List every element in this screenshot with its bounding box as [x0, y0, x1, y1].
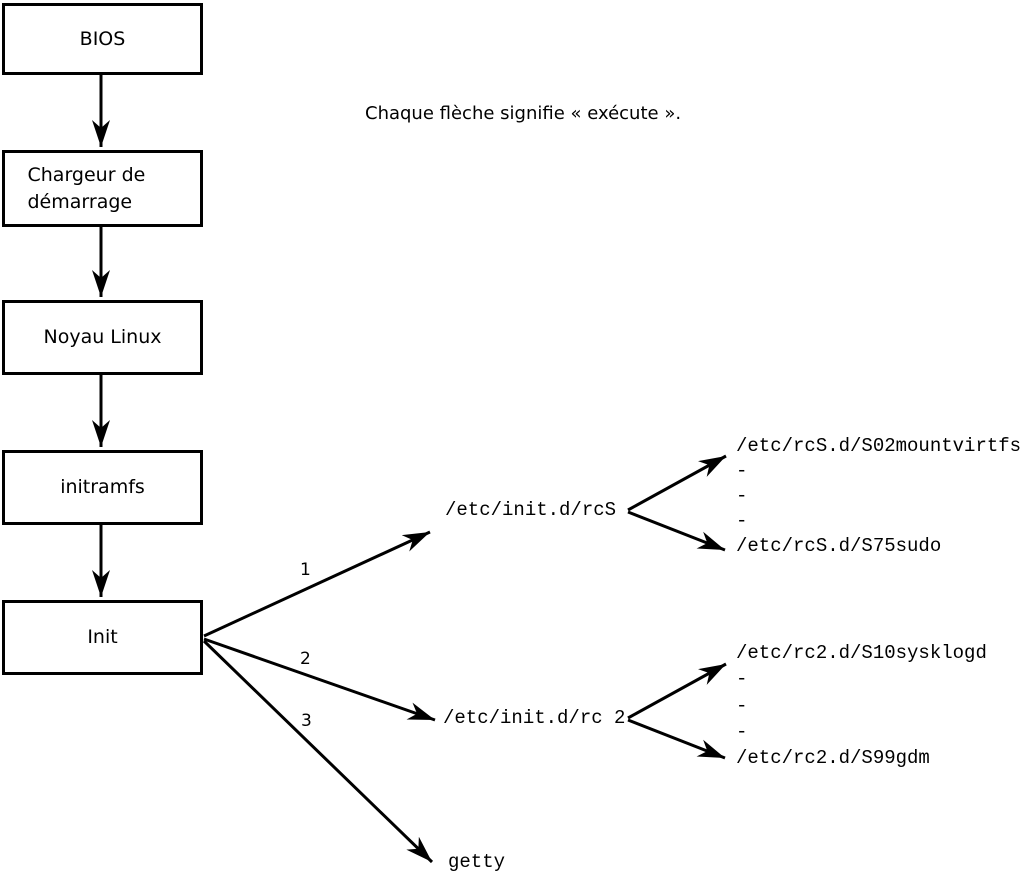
ellipsis-dash: - — [736, 510, 748, 532]
rc2-child-last-script: /etc/rc2.d/S99gdm — [736, 747, 930, 770]
arrow-rcs-to-last-script — [627, 510, 726, 552]
note-text: Chaque flèche signifie « exécute ». — [365, 103, 682, 124]
getty-label: getty — [448, 851, 506, 873]
ellipsis-dash: - — [736, 485, 748, 507]
ellipsis-dash: - — [736, 694, 748, 717]
ellipsis-dash: - — [736, 720, 748, 743]
rcs-children-list: /etc/rcS.d/S02mountvirtfs - - - /etc/rcS… — [736, 434, 1021, 559]
rc2-children-list: /etc/rc2.d/S10sysklogd - - - /etc/rc2.d/… — [736, 640, 987, 771]
bios-box: BIOS — [2, 3, 203, 75]
init-box: Init — [2, 600, 203, 675]
arrow-rc2-to-last-script — [627, 718, 726, 760]
rcs-child-last-script: /etc/rcS.d/S75sudo — [736, 535, 942, 557]
rcs-child-first-script: /etc/rcS.d/S02mountvirtfs — [736, 435, 1022, 457]
arrow-rcs-to-first-script — [627, 454, 727, 512]
arrow-init-to-getty — [202, 639, 434, 864]
init-label: Init — [87, 626, 118, 649]
arrow-init-to-rcs — [203, 530, 431, 638]
rc2-script-label: /etc/init.d/rc 2 — [443, 707, 626, 729]
bootloader-label: Chargeur de démarrage — [27, 163, 146, 213]
bios-label: BIOS — [79, 27, 126, 50]
branch-2-number: 2 — [300, 649, 311, 669]
branch-1-number: 1 — [300, 560, 311, 580]
kernel-box: Noyau Linux — [2, 300, 203, 375]
initramfs-label: initramfs — [60, 476, 145, 499]
ellipsis-dash: - — [736, 460, 748, 482]
rc2-child-first-script: /etc/rc2.d/S10sysklogd — [736, 642, 987, 664]
initramfs-box: initramfs — [2, 450, 203, 525]
arrow-rc2-to-first-script — [627, 662, 727, 720]
branch-3-number: 3 — [301, 711, 312, 731]
kernel-label: Noyau Linux — [43, 326, 162, 349]
ellipsis-dash: - — [736, 668, 748, 691]
arrow-init-to-rc2 — [203, 637, 436, 722]
bootloader-box: Chargeur de démarrage — [2, 150, 203, 227]
rcs-script-label: /etc/init.d/rcS — [445, 499, 617, 521]
